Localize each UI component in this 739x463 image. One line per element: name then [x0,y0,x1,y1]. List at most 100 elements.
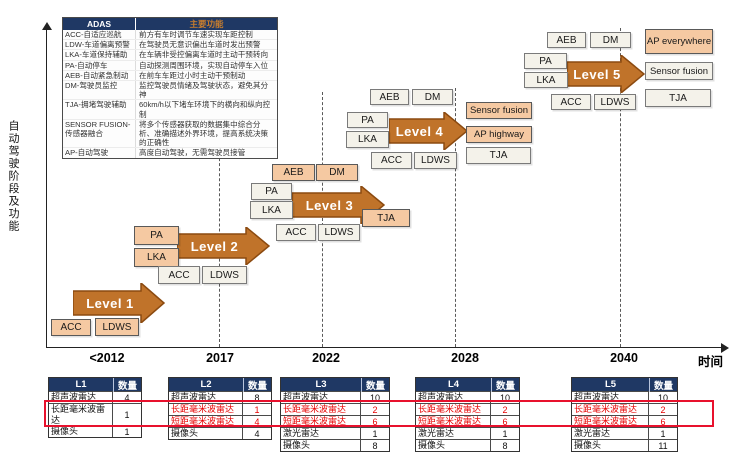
qty-cell: 10 [369,392,380,403]
qty-cell: 1 [124,409,130,420]
gridline-2028 [455,88,456,347]
name-cell: 摄像头 [416,440,491,451]
tick-label-2028: 2028 [451,351,479,365]
name-cell: 超声波雷达 [169,392,243,403]
name-cell: 激光雷达 [281,428,361,439]
adas-cell: TJA-拥堵驾驶辅助 [65,100,127,110]
qty-cell: 4 [254,428,260,439]
name-cell: 短距毫米波雷达 [416,416,491,427]
name-cell: 超声波雷达 [416,392,491,403]
level-5-arrow: Level 5 [567,55,645,93]
l5-feature-acc: ACC [551,94,591,110]
name-cell: 激光雷达 [572,428,649,439]
level-header-cell: L2 [200,379,212,390]
func-cell: 在驾驶员无意识偏出车道时发出预警 [135,40,277,50]
name-cell: 摄像头 [49,426,113,437]
gridline-2040 [620,28,621,347]
l5-feature-ldws: LDWS [594,94,636,110]
table-row: SENSOR FUSION-传感器融合将多个传感器获取的数据集中综合分析、准确描… [63,119,277,149]
name-cell: 长距毫米波雷达 [281,404,361,415]
name-cell: 长距毫米波雷达 [416,404,491,415]
table-row: 激光雷达 1 [572,427,677,439]
table-row: 长距毫米波雷达 2 [572,403,677,415]
qty-cell: 10 [499,392,510,403]
name-cell: 长距毫米波雷达 [572,404,649,415]
func-cell: 自动探测周围环境，实现自动停车入位 [135,60,277,70]
tick-label-2012: <2012 [89,351,125,365]
l4-feature-pa: PA [347,112,388,128]
qty-cell: 8 [502,440,508,451]
table-row: 超声波雷达 4 [49,391,141,403]
x-axis-label: 时间 [698,355,724,369]
l5-feature-aeb: AEB [547,32,586,48]
l4-feature-aeb: AEB [370,89,409,105]
qty-cell: 1 [660,428,666,439]
tick-label-2022: 2022 [312,351,340,365]
l3-feature-pa: PA [251,183,292,200]
qty-cell: 1 [124,426,130,437]
adas-header-cell: ADAS [86,19,112,29]
name-cell: 摄像头 [281,440,361,451]
name-cell: 超声波雷达 [572,392,649,403]
func-cell: 前方有车时调节车速实现车距控制 [135,30,277,40]
l4-feature-dm: DM [412,89,453,105]
adas-cell: AEB-自动紧急制动 [65,70,129,80]
l4-feature-lka: LKA [346,131,389,148]
x-axis-arrowhead-icon [721,343,729,353]
qty-cell: 1 [254,404,260,415]
name-cell: 超声波雷达 [281,392,361,403]
sensor-table-l1-body: 超声波雷达 4 长距毫米波雷达 1 摄像头 1 [49,391,141,437]
name-cell: 长距毫米波雷达 [169,404,243,415]
table-row: AP-自动驾驶高度自动驾驶，无需驾驶员接管 [63,148,277,158]
qty-cell: 2 [372,404,378,415]
l2-feature-lka: LKA [134,248,179,267]
qty-cell: 6 [502,416,508,427]
qty-header-cell: 数量 [113,377,141,392]
l5-feature-pa: PA [524,53,567,69]
l2-feature-acc: ACC [158,266,200,284]
table-row: 长距毫米波雷达 1 [169,403,271,415]
table-row: 超声波雷达 10 [281,391,389,403]
name-cell: 短距毫米波雷达 [281,416,361,427]
l4-feature-acc: ACC [371,152,412,169]
name-cell: 短距毫米波雷达 [572,416,649,427]
adas-cell: LDW-车道偏离预警 [65,40,130,50]
l5-feature-dm: DM [590,32,631,48]
qty-cell: 2 [502,404,508,415]
name-cell: 长距毫米波雷达 [49,404,113,425]
adas-cell: AP-自动驾驶 [65,148,109,158]
table-row: 摄像头 1 [49,425,141,437]
adas-cell: DM-驾驶员监控 [65,81,118,91]
name-cell: 短距毫米波雷达 [169,416,243,427]
l5-feature-sensor-fusion: Sensor fusion [645,62,713,80]
qty-header-cell: 数量 [243,377,271,392]
qty-cell: 11 [658,440,668,451]
level-1-arrow: Level 1 [73,283,165,323]
name-cell: 超声波雷达 [49,392,113,403]
table-row: LKA-车道保持辅助在车辆非受控偏离车道时主动干预转向 [63,50,277,61]
qty-cell: 4 [124,392,130,403]
l3-feature-tja: TJA [362,209,410,227]
level-2-label: Level 2 [190,238,239,254]
l4-feature-tja: TJA [466,147,531,164]
adas-cell: PA-自动停车 [65,60,108,70]
qty-cell: 2 [660,404,666,415]
level-1-label: Level 1 [86,295,134,311]
l5-feature-tja: TJA [645,89,711,107]
l2-feature-pa: PA [134,226,179,245]
func-cell: 将多个传感器获取的数据集中综合分析、准确描述外界环境，提高系统决策的正确性 [135,119,277,148]
sensor-table-l4-header: L4 数量 [416,377,519,392]
